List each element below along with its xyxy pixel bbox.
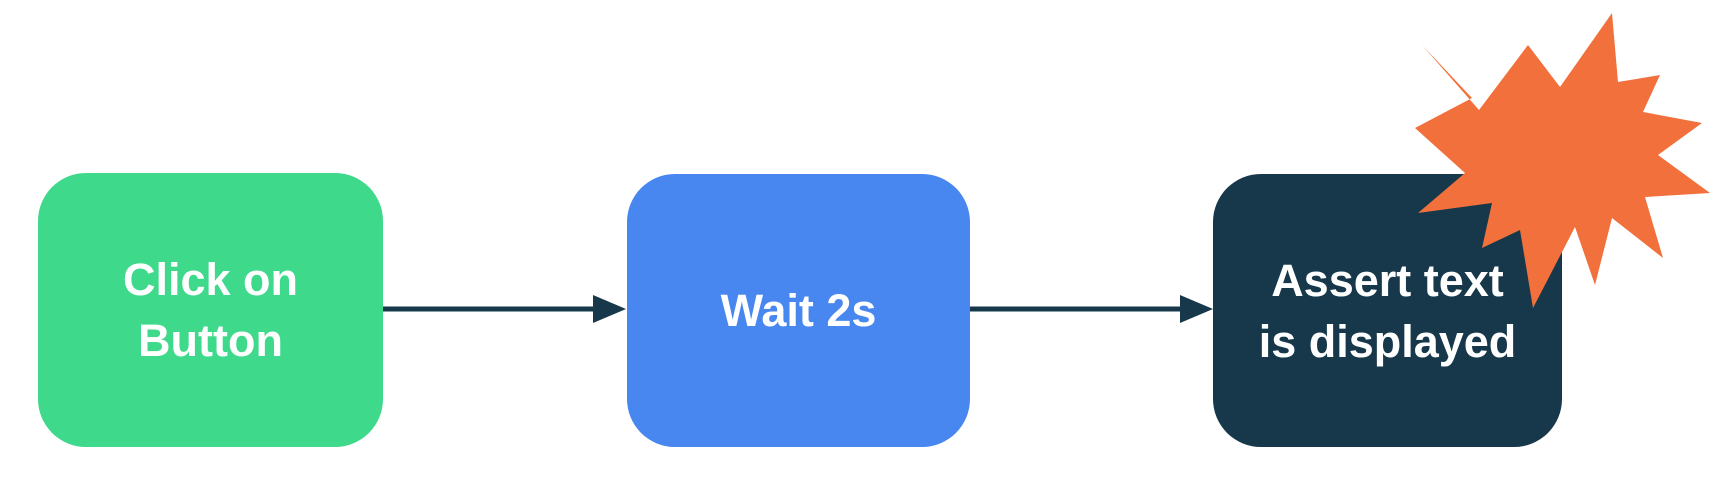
arrowhead-icon [1180,295,1213,323]
node-wait-2s[interactable]: Wait 2s [627,174,970,447]
node-label: Assert text is displayed [1258,254,1517,367]
arrow-step2-to-step3 [970,295,1213,323]
node-click-on-button[interactable]: Click on Button [38,173,383,447]
node-assert-text-displayed[interactable]: Assert text is displayed [1213,174,1562,447]
node-label: Wait 2s [720,285,877,336]
node-label: Click on Button [122,254,299,366]
arrowhead-icon [593,295,626,323]
arrow-step1-to-step2 [383,295,626,323]
